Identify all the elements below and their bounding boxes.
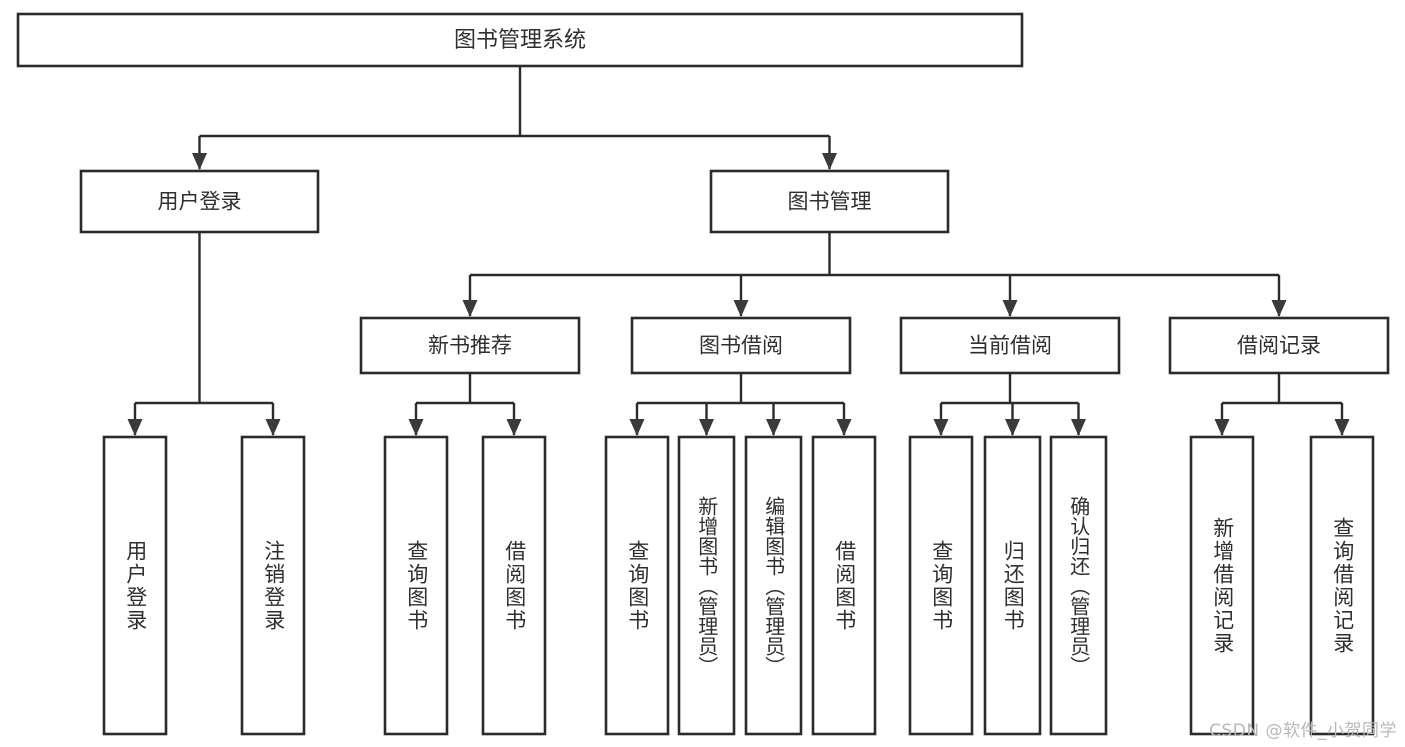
arrow-to-leaf-新书推荐-0 (408, 419, 424, 436)
node-leaf-12[interactable] (1309, 435, 1375, 736)
node-level2-1[interactable] (709, 169, 950, 234)
node-leaf-10[interactable] (1049, 435, 1108, 736)
arrow-to-level3-1 (733, 300, 749, 317)
arrow-to-leaf-图书借阅-2 (766, 419, 781, 436)
node-level3-label-1: 图书借阅 (699, 334, 783, 358)
node-leaf-1[interactable] (240, 435, 306, 736)
watermark-text: CSDN @软件_小贺同学 (1209, 721, 1397, 741)
arrow-to-leaf-新书推荐-1 (506, 419, 522, 436)
node-leaf-9[interactable] (983, 435, 1042, 736)
node-level3-label-3: 借阅记录 (1237, 334, 1321, 358)
arrow-to-level2-0 (192, 153, 207, 170)
node-level2-label-0: 用户登录 (158, 190, 242, 214)
arrow-to-leaf-图书借阅-0 (629, 419, 645, 436)
node-level2-label-1: 图书管理 (788, 190, 872, 214)
connectors-layer (127, 66, 1350, 436)
node-leaf-6[interactable] (744, 435, 803, 736)
arrow-to-leaf-当前借阅-0 (933, 419, 949, 436)
node-level3-3[interactable] (1168, 316, 1390, 375)
node-root-label: 图书管理系统 (454, 28, 586, 53)
node-level3-2[interactable] (899, 316, 1121, 375)
node-leaf-11[interactable] (1189, 435, 1255, 736)
node-leaf-7[interactable] (811, 435, 877, 736)
arrow-to-leaf-借阅记录-0 (1214, 419, 1230, 436)
node-leaf-0[interactable] (102, 435, 168, 736)
arrow-to-level2-1 (822, 153, 837, 170)
node-level3-label-2: 当前借阅 (968, 334, 1052, 358)
arrow-to-level3-2 (1002, 300, 1018, 317)
node-leaf-8[interactable] (908, 435, 974, 736)
node-leaf-4[interactable] (604, 435, 670, 736)
node-level2-0[interactable] (79, 169, 320, 234)
node-leaf-5[interactable] (677, 435, 736, 736)
arrow-to-level3-3 (1271, 300, 1287, 317)
node-leaf-2[interactable] (383, 435, 449, 736)
node-root[interactable] (16, 12, 1024, 68)
node-level3-label-0: 新书推荐 (428, 334, 512, 358)
arrow-to-leaf-当前借阅-2 (1071, 419, 1086, 436)
arrow-to-leaf-用户登录-1 (265, 419, 281, 436)
arrow-to-leaf-借阅记录-1 (1334, 419, 1350, 436)
node-level3-0[interactable] (359, 316, 581, 375)
arrow-to-leaf-图书借阅-1 (699, 419, 714, 436)
node-level3-1[interactable] (630, 316, 852, 375)
arrow-to-leaf-当前借阅-1 (1005, 419, 1020, 436)
arrow-to-leaf-用户登录-0 (127, 419, 143, 436)
boxes-layer (16, 12, 1390, 736)
arrow-to-leaf-图书借阅-3 (836, 419, 852, 436)
arrow-to-level3-0 (462, 300, 478, 317)
node-leaf-3[interactable] (481, 435, 547, 736)
